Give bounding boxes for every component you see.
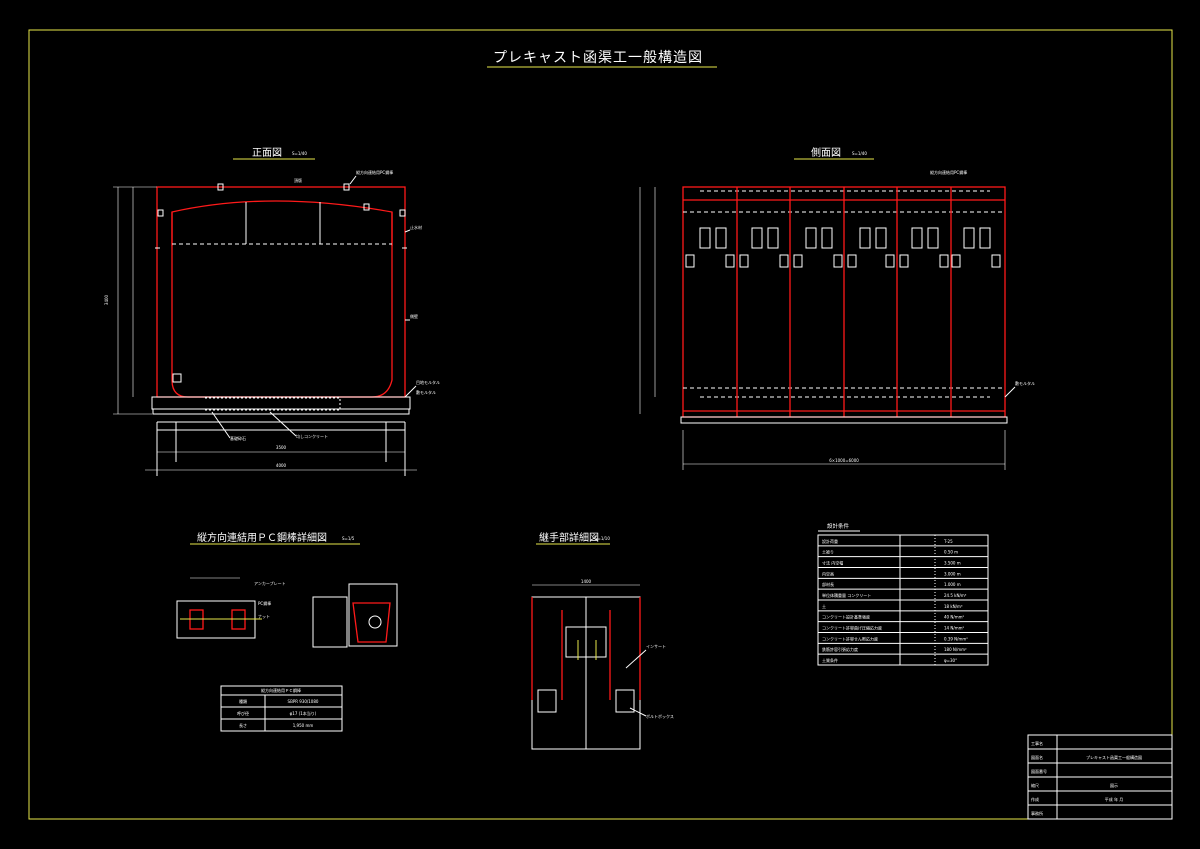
- design-row-value: 0.50 m: [944, 550, 958, 555]
- design-row-value: 3.500 m: [944, 561, 961, 566]
- design-row-key: 内空高: [822, 570, 834, 576]
- design-row-key: 部材長: [822, 581, 834, 587]
- design-row-key: 鉄筋許容引張応力度: [822, 646, 858, 652]
- dim-front-height: 3400: [104, 294, 109, 305]
- sheet-border: [28, 29, 1173, 820]
- label-pc-link-side: 縦方向連結用PC鋼棒: [930, 169, 967, 175]
- label-grout: 目地モルタル: [416, 379, 440, 385]
- pc-table: [220, 685, 343, 732]
- side-view-title: 側面図: [811, 146, 841, 159]
- design-row-key: 土質条件: [822, 657, 838, 663]
- dim-front-width: 4000: [276, 463, 287, 468]
- design-row-value: 180 N/mm²: [944, 647, 967, 652]
- culvert-outer: [156, 186, 406, 398]
- title-block-value: 図示: [1110, 783, 1118, 788]
- design-row-value: 24.5 kN/m³: [944, 593, 967, 598]
- design-row-key: コンクリート設計基準強度: [822, 614, 870, 620]
- label-pc-link-front: 縦方向連結用PC鋼棒: [356, 169, 393, 175]
- label-wall: 側壁: [410, 313, 418, 319]
- joint-detail-scale: S=1/10: [595, 536, 610, 541]
- design-conditions-table: 設計条件 設計荷重 T-25 土被り 0.50 m 寸法 内空幅 3.500 m 内空高 3.…: [817, 522, 989, 666]
- label-gravel: 基礎砕石: [230, 435, 246, 441]
- dim-front-inner: 3500: [276, 445, 287, 450]
- label-nut: ナット: [258, 613, 270, 619]
- label-bolt-box: ボルトボックス: [646, 713, 674, 719]
- title-block-value: 平成 年 月: [1105, 796, 1124, 802]
- design-row-value: 3.000 m: [944, 571, 961, 576]
- dim-joint-width: 1400: [581, 579, 592, 584]
- pc-row-1-val: SBPR 930/1080: [288, 699, 319, 704]
- title-block-key: 事務所: [1031, 810, 1043, 816]
- label-anchor-plate: アンカープレート: [254, 580, 286, 586]
- front-view: 正面図 S=1/40 頂版 縦方向連結: [104, 147, 440, 476]
- design-row-key: 設計荷重: [822, 538, 838, 544]
- side-view: 側面図 S=1/40 6×1000=6000 縦方向連結用PC鋼棒 敷モルタル: [639, 146, 1035, 470]
- title-block-key: 図面名: [1031, 754, 1043, 760]
- pc-row-3-key: 長さ: [239, 722, 247, 728]
- design-row-key: 土: [822, 603, 826, 609]
- label-pc-bar: PC鋼棒: [258, 600, 271, 606]
- joint-detail: 継手部詳細図 S=1/10 1400 インサート ボルトボックス: [531, 531, 674, 750]
- pc-row-3-val: 1,950 mm: [293, 723, 314, 728]
- design-row-key: コンクリート許容曲げ圧縮応力度: [822, 625, 882, 631]
- pc-bar-detail: 縦方向連結用ＰＣ鋼棒詳細図 S=1/5 アンカープレート PC鋼棒 ナット 縦方…: [176, 531, 398, 732]
- label-base-mortar-side: 敷モルタル: [1015, 380, 1035, 386]
- design-row-value: 0.39 N/mm²: [944, 636, 968, 641]
- design-row-value: 14 N/mm²: [944, 626, 964, 631]
- label-insert: インサート: [646, 644, 666, 649]
- design-row-key: 土被り: [822, 549, 834, 555]
- design-row-value: φ=30°: [944, 658, 957, 663]
- design-row-value: T-25: [943, 539, 953, 544]
- design-row-value: 40 N/mm²: [944, 615, 964, 620]
- culvert-inner: [171, 200, 393, 398]
- label-waterstop: 止水材: [410, 224, 422, 230]
- joint-detail-title: 継手部詳細図: [539, 531, 599, 544]
- pc-row-2-val: φ17 (1本当り): [290, 710, 317, 716]
- label-base-mortar: 敷モルタル: [416, 389, 436, 395]
- label-haunch: 頂版: [294, 177, 302, 183]
- design-row-key: 単位体積重量 コンクリート: [822, 592, 871, 598]
- title-block-key: 縮尺: [1031, 782, 1039, 788]
- drawing-title: プレキャスト函渠工一般構造図: [493, 50, 703, 66]
- design-row-value: 18 kN/m³: [944, 604, 963, 609]
- title-block-key: 図面番号: [1031, 768, 1047, 774]
- title-block-key: 工事名: [1031, 740, 1043, 746]
- pc-table-title: 縦方向連結用ＰＣ鋼棒: [261, 687, 301, 693]
- side-fittings: [685, 227, 1001, 268]
- title-block-value: プレキャスト函渠工一般構造図: [1086, 754, 1142, 760]
- pc-detail-scale: S=1/5: [342, 536, 355, 541]
- pc-detail-title: 縦方向連結用ＰＣ鋼棒詳細図: [197, 531, 327, 544]
- side-segment-joints: [736, 187, 952, 417]
- pc-row-2-key: 呼び径: [237, 710, 249, 716]
- front-view-scale: S=1/40: [292, 151, 307, 156]
- dim-side-length: 6×1000=6000: [829, 458, 859, 463]
- design-row-key: コンクリート許容せん断応力度: [822, 635, 878, 641]
- pc-row-1-key: 種類: [239, 698, 247, 704]
- front-view-title: 正面図: [252, 147, 282, 159]
- design-row-key: 寸法 内空幅: [822, 560, 843, 566]
- title-block-key: 作成: [1031, 796, 1039, 802]
- design-row-value: 1.000 m: [944, 582, 961, 587]
- design-table-title: 設計条件: [827, 522, 850, 530]
- label-leveling: 均しコンクリート: [296, 433, 328, 439]
- side-view-scale: S=1/40: [852, 151, 867, 156]
